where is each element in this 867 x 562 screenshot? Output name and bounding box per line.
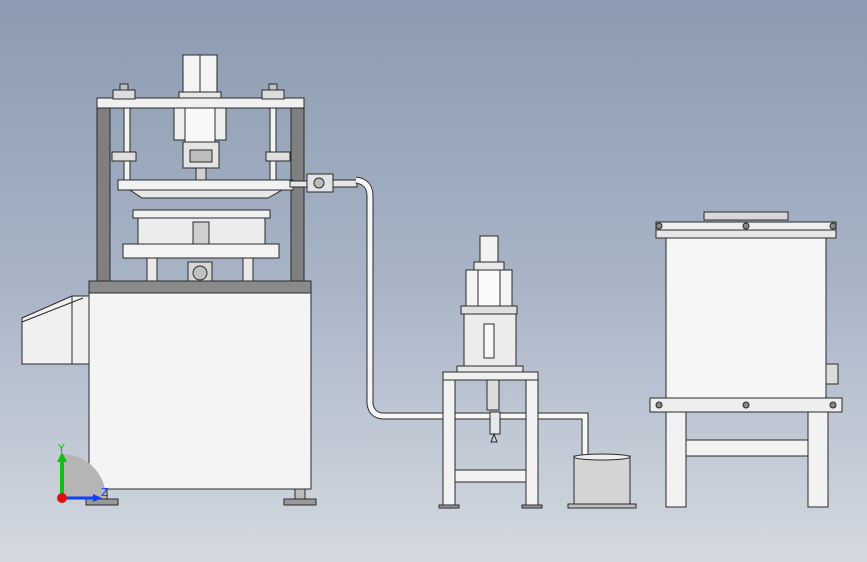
foot-right xyxy=(294,488,306,500)
ram-nut xyxy=(189,149,213,163)
tank-body xyxy=(665,237,827,399)
tank-lid-top xyxy=(703,211,789,221)
hydraulic-press[interactable] xyxy=(85,54,317,506)
guide-nut-right xyxy=(265,151,291,162)
press-base-plate xyxy=(88,280,312,294)
top-bolt-right xyxy=(268,83,278,91)
coordinate-triad: Y Z xyxy=(57,442,109,503)
storage-tank[interactable] xyxy=(649,211,843,508)
lower-cylinder-port xyxy=(192,265,208,281)
guide-rod-left xyxy=(123,107,131,181)
guide-rod-right xyxy=(269,107,277,181)
pump-unit[interactable] xyxy=(438,235,543,509)
press-right-column xyxy=(290,107,305,289)
press-left-column xyxy=(96,107,111,289)
top-nut-left xyxy=(112,89,136,100)
upper-mold xyxy=(128,189,284,199)
top-nut-right xyxy=(261,89,285,100)
triad-y-label: Y xyxy=(57,442,65,455)
pump-stand-top xyxy=(442,371,539,381)
press-upper-platen xyxy=(117,179,294,191)
tank-drain xyxy=(825,363,839,385)
collection-bucket[interactable] xyxy=(567,453,637,509)
lower-ejector xyxy=(192,221,210,245)
press-bed xyxy=(122,243,280,259)
press-cabinet xyxy=(88,292,312,490)
ram-rod xyxy=(195,167,207,181)
foot-pad-left xyxy=(85,498,119,506)
top-bolt-left xyxy=(119,83,129,91)
press-lower-mold xyxy=(132,209,271,219)
triad-z-label: Z xyxy=(101,486,109,499)
hydraulic-piping xyxy=(289,173,589,456)
foot-pad-right xyxy=(283,498,317,506)
pump-outlet xyxy=(486,379,500,411)
control-panel[interactable] xyxy=(21,295,90,365)
guide-nut-left xyxy=(111,151,137,162)
ram-inner xyxy=(184,107,216,143)
